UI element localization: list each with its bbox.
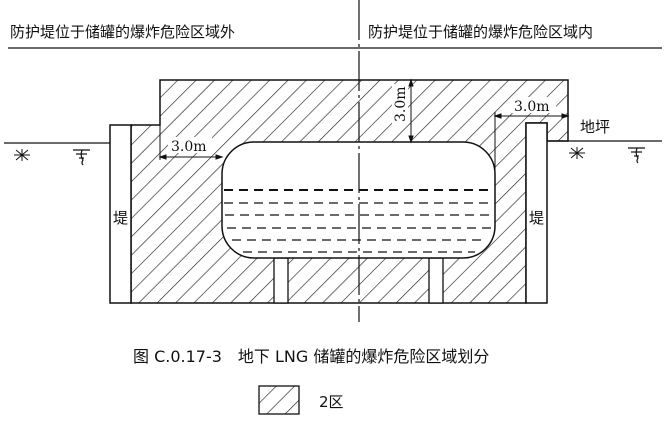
support-left bbox=[273, 257, 289, 304]
dimension-left bbox=[158, 125, 224, 160]
ground-label: 地坪 bbox=[580, 118, 610, 136]
water-level-right-icon bbox=[628, 147, 645, 164]
dim-left-bg bbox=[168, 137, 212, 153]
header-right: 防护堤位于储罐的爆炸危险区域内 bbox=[368, 23, 593, 41]
dim-right-bg bbox=[512, 97, 556, 113]
support-right bbox=[428, 257, 444, 304]
figure-caption: 图 C.0.17-3 地下 LNG 储罐的爆炸危险区域划分 bbox=[133, 347, 489, 366]
dim-top-bg bbox=[392, 84, 408, 124]
soil-symbol-left-icon bbox=[14, 149, 30, 161]
dimension-top bbox=[408, 78, 414, 144]
dike-left bbox=[109, 124, 132, 304]
dim-right-label: 3.0m bbox=[514, 99, 550, 115]
dim-top-label: 3.0m bbox=[393, 86, 409, 122]
dike-left-label: 堤 bbox=[113, 209, 128, 227]
dike-right bbox=[525, 122, 548, 304]
dike-right-label: 堤 bbox=[529, 209, 544, 227]
header-left: 防护堤位于储罐的爆炸危险区域外 bbox=[10, 23, 235, 41]
legend-swatch-zone-2 bbox=[258, 385, 300, 415]
water-level-left-icon bbox=[73, 149, 90, 166]
soil-symbol-right-icon bbox=[569, 147, 585, 159]
dim-left-label: 3.0m bbox=[171, 139, 207, 155]
legend-label: 2区 bbox=[319, 393, 344, 411]
dimension-right bbox=[493, 112, 570, 190]
